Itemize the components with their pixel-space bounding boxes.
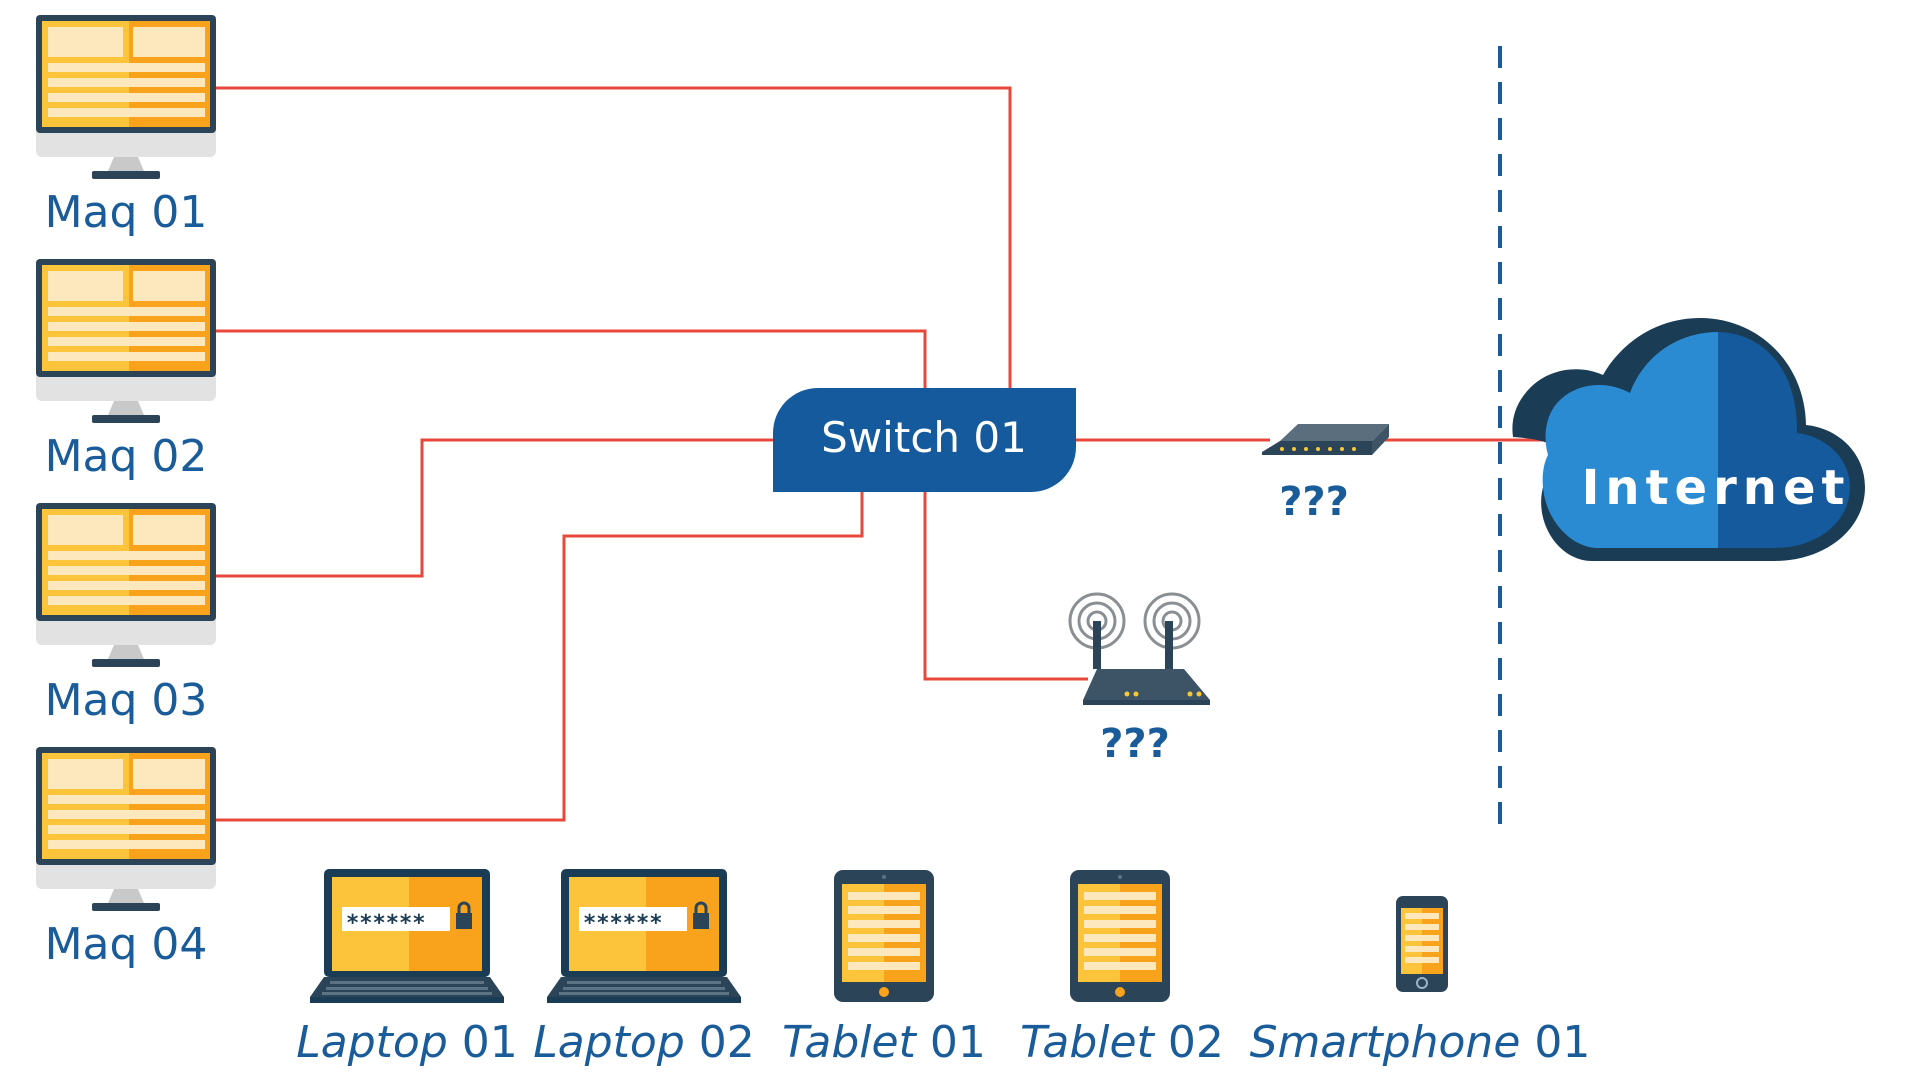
device-label: Laptop 01 xyxy=(296,1017,518,1068)
device-label: Tablet 01 xyxy=(782,1017,986,1068)
switch-label: Switch 01 xyxy=(821,413,1027,462)
modem-label: ??? xyxy=(1279,479,1349,525)
switch-body xyxy=(773,388,1076,492)
machine-label: Maq 04 xyxy=(45,919,208,970)
wire-maq02-switch xyxy=(216,329,927,395)
tablet-icon xyxy=(1070,870,1170,1002)
router-node[interactable]: ??? xyxy=(1068,592,1210,767)
device-label: Smartphone 01 xyxy=(1250,1017,1591,1068)
password-field-text: ****** xyxy=(583,911,662,936)
password-field-text: ****** xyxy=(346,911,425,936)
machine-maq01[interactable]: Maq 01 xyxy=(36,15,216,238)
wire-switch-router xyxy=(923,490,1088,681)
wire-maq01-switch xyxy=(216,86,1012,395)
device-laptop-01[interactable]: ****** Laptop 01 xyxy=(296,867,518,1068)
device-smartphone-01[interactable]: Smartphone 01 xyxy=(1250,895,1591,1068)
wifi-router-icon xyxy=(1068,592,1210,705)
desktop-monitor-icon xyxy=(36,259,216,423)
laptop-icon xyxy=(545,867,743,1005)
laptop-icon xyxy=(308,867,506,1005)
connection-lines xyxy=(216,86,1560,822)
device-tablet-01[interactable]: Tablet 01 xyxy=(782,870,986,1068)
machine-label: Maq 03 xyxy=(45,675,208,726)
desktop-monitor-icon xyxy=(36,15,216,179)
wire-maq03-switch xyxy=(216,438,775,578)
device-laptop-02[interactable]: ****** Laptop 02 xyxy=(533,867,755,1068)
device-tablet-02[interactable]: Tablet 02 xyxy=(1020,870,1224,1068)
smartphone-icon xyxy=(1395,895,1449,993)
device-label: Laptop 02 xyxy=(533,1017,755,1068)
machine-maq03[interactable]: Maq 03 xyxy=(36,503,216,726)
wire-maq04-switch xyxy=(216,490,864,822)
internet-node[interactable]: Internet xyxy=(1512,318,1865,561)
modem-node[interactable]: ??? xyxy=(1262,424,1389,525)
machine-maq04[interactable]: Maq 04 xyxy=(36,747,216,970)
switch-node[interactable]: Switch 01 xyxy=(773,388,1076,492)
cloud-icon xyxy=(1512,318,1865,561)
router-label: ??? xyxy=(1100,721,1170,767)
tablet-icon xyxy=(834,870,934,1002)
device-label: Tablet 02 xyxy=(1020,1017,1224,1068)
modem-icon xyxy=(1262,424,1389,455)
desktop-monitor-icon xyxy=(36,503,216,667)
machine-label: Maq 01 xyxy=(45,187,208,238)
internet-label: Internet xyxy=(1582,460,1851,516)
machine-maq02[interactable]: Maq 02 xyxy=(36,259,216,482)
machine-label: Maq 02 xyxy=(45,431,208,482)
desktop-monitor-icon xyxy=(36,747,216,911)
